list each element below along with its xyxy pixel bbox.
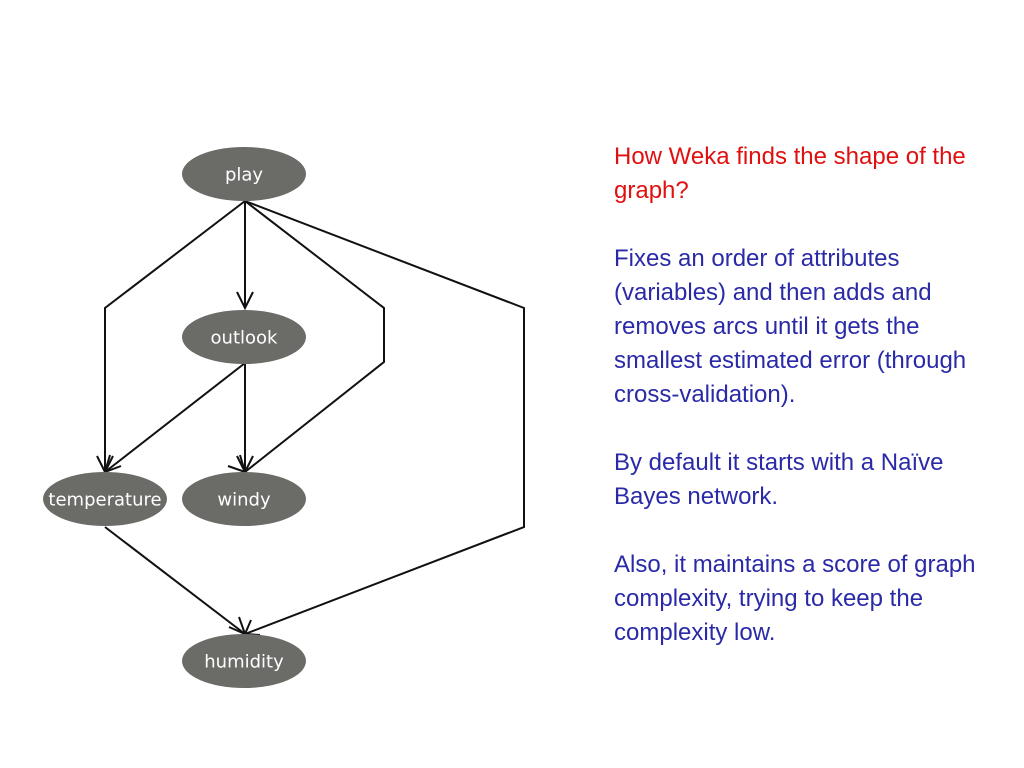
question-text: How Weka finds the shape of the graph? <box>614 143 966 204</box>
paragraph-complexity-score: Also, it maintains a score of graph comp… <box>614 551 976 646</box>
edge-outlook-temperature <box>104 362 246 473</box>
node-label-humidity: humidity <box>204 652 284 673</box>
edge-temperature-humidity <box>104 526 246 635</box>
node-outlook: outlook <box>182 310 306 364</box>
node-windy: windy <box>182 472 306 526</box>
bayes-network-diagram: play outlook temperature windy humidity <box>43 147 525 688</box>
explanation-text-panel: How Weka finds the shape of the graph? F… <box>614 140 1009 684</box>
node-label-outlook: outlook <box>211 328 279 349</box>
node-humidity: humidity <box>182 634 306 688</box>
edge-play-humidity <box>244 200 525 635</box>
paragraph-order-of-attributes: Fixes an order of attributes (variables)… <box>614 245 967 408</box>
edges <box>104 200 525 635</box>
node-label-temperature: temperature <box>48 490 161 511</box>
node-play: play <box>182 147 306 201</box>
edge-play-temperature <box>104 200 246 472</box>
node-temperature: temperature <box>43 472 167 526</box>
arrowhead-windy-from-play <box>227 454 247 474</box>
node-label-play: play <box>225 165 263 186</box>
edge-play-windy <box>244 200 385 473</box>
paragraph-naive-bayes-default: By default it starts with a Naïve Bayes … <box>614 449 944 510</box>
node-label-windy: windy <box>217 490 271 511</box>
arrowhead-outlook <box>236 291 254 311</box>
